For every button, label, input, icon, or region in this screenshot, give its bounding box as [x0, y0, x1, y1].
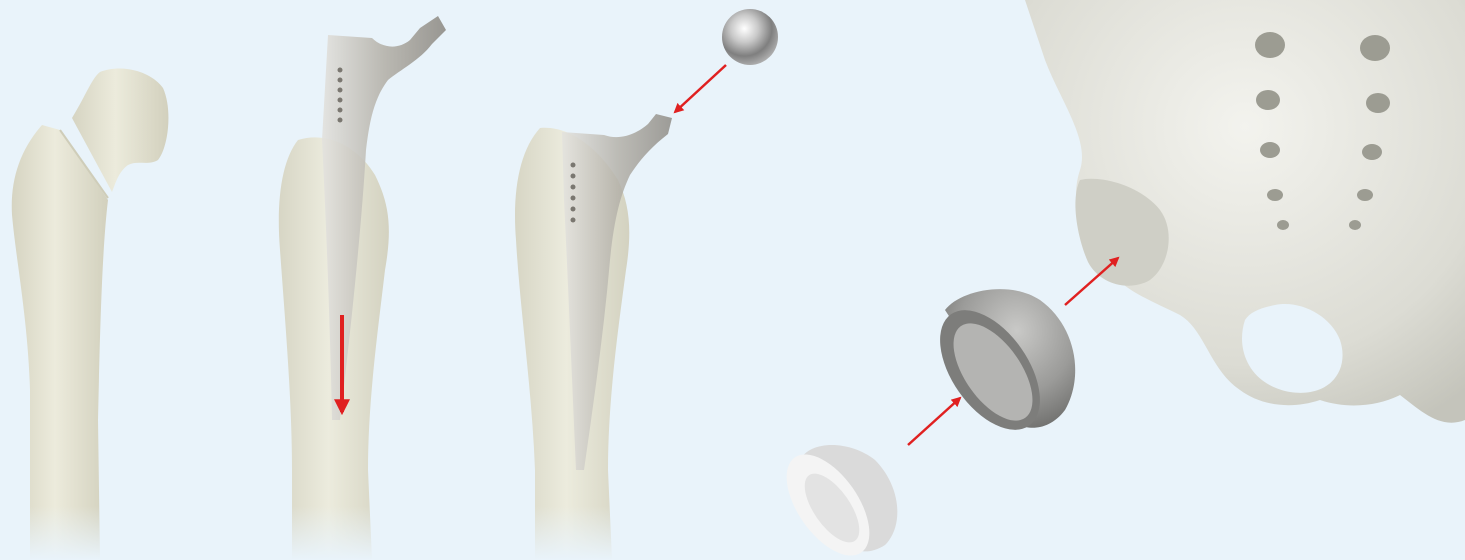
polyethylene-liner — [770, 440, 897, 560]
acetabular-cup — [920, 289, 1075, 447]
step-acetabular-assembly — [770, 0, 1465, 560]
arrow — [675, 65, 726, 112]
bottom-fade — [0, 380, 760, 560]
arrow — [908, 398, 960, 445]
metal-ball-head — [722, 9, 778, 65]
